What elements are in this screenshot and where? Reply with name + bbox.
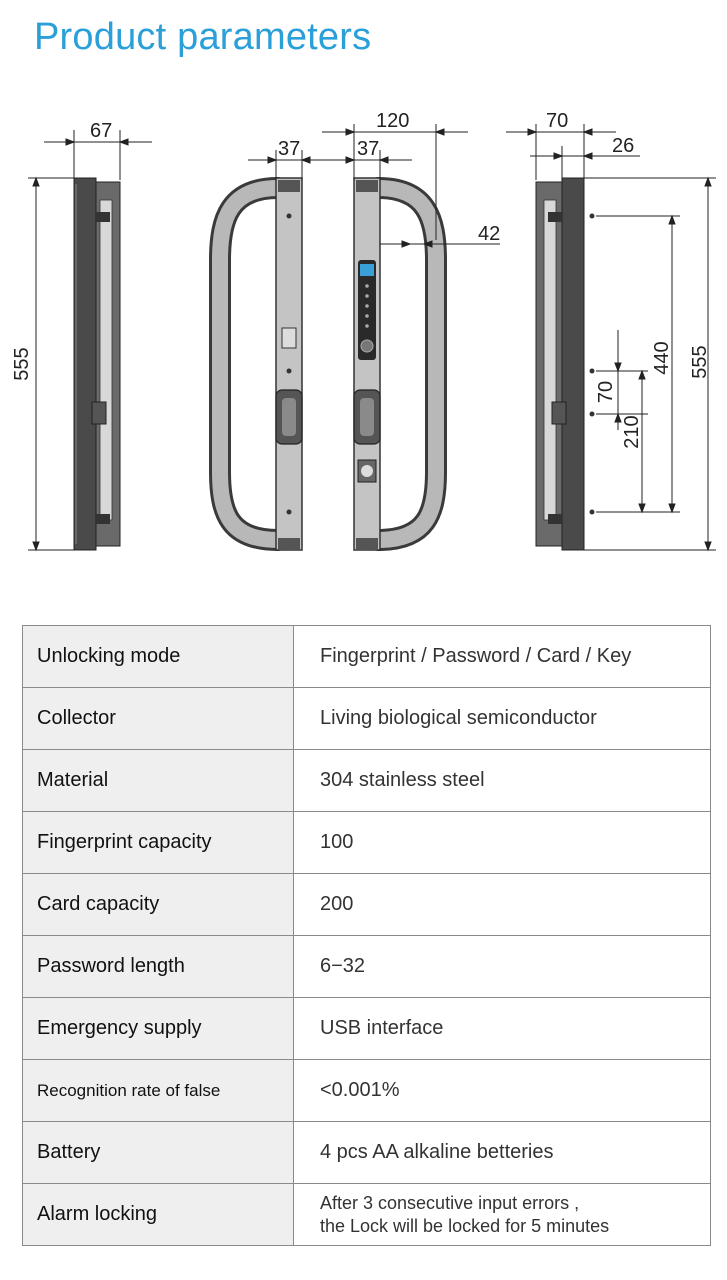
table-row: Fingerprint capacity 100 [22, 811, 711, 874]
spec-value: 304 stainless steel [293, 749, 711, 812]
dim-label-210: 210 [621, 415, 643, 448]
spec-value-line: the Lock will be locked for 5 minutes [320, 1215, 610, 1236]
handle-back [353, 177, 447, 551]
spec-value: Living biological semiconductor [293, 687, 711, 750]
spec-value: <0.001% [293, 1059, 711, 1122]
table-row: Unlocking mode Fingerprint / Password / … [22, 625, 711, 688]
dim-label-120: 120 [376, 110, 409, 132]
dim-label-555-right: 555 [689, 345, 711, 378]
spec-value: Fingerprint / Password / Card / Key [293, 625, 711, 688]
technical-drawing: 67 555 37 [11, 110, 716, 552]
handle-front [209, 177, 303, 551]
dim-label-70-vertical: 70 [595, 381, 617, 403]
dim-left [28, 130, 152, 552]
table-row: Emergency supply USB interface [22, 997, 711, 1060]
dim-label-26: 26 [612, 135, 634, 157]
spec-label: Password length [22, 935, 294, 998]
spec-table: Unlocking mode Fingerprint / Password / … [22, 625, 711, 1246]
spec-label: Card capacity [22, 873, 294, 936]
dim-label-440: 440 [651, 341, 673, 374]
dim-label-37-front: 37 [278, 138, 300, 160]
table-row: Material 304 stainless steel [22, 749, 711, 812]
spec-label: Collector [22, 687, 294, 750]
dim-back [322, 124, 500, 248]
side-view-right [535, 177, 595, 551]
side-view-left [73, 177, 121, 551]
dim-label-70-top: 70 [546, 110, 568, 132]
spec-value: 200 [293, 873, 711, 936]
spec-label: Alarm locking [22, 1183, 294, 1246]
dim-label-67: 67 [90, 120, 112, 142]
spec-value: 6−32 [293, 935, 711, 998]
spec-value: After 3 consecutive input errors , the L… [293, 1183, 711, 1246]
spec-label: Fingerprint capacity [22, 811, 294, 874]
spec-label: Emergency supply [22, 997, 294, 1060]
table-row: Alarm locking After 3 consecutive input … [22, 1183, 711, 1246]
spec-label: Unlocking mode [22, 625, 294, 688]
table-row: Card capacity 200 [22, 873, 711, 936]
spec-value: 100 [293, 811, 711, 874]
table-row: Battery 4 pcs AA alkaline betteries [22, 1121, 711, 1184]
dim-label-555-left: 555 [11, 347, 33, 380]
spec-label: Recognition rate of false [22, 1059, 294, 1122]
spec-value: 4 pcs AA alkaline betteries [293, 1121, 711, 1184]
spec-label: Battery [22, 1121, 294, 1184]
table-row: Collector Living biological semiconducto… [22, 687, 711, 750]
dim-label-42: 42 [478, 223, 500, 245]
table-row: Recognition rate of false <0.001% [22, 1059, 711, 1122]
spec-label: Material [22, 749, 294, 812]
spec-value: USB interface [293, 997, 711, 1060]
dim-label-37-back: 37 [357, 138, 379, 160]
table-row: Password length 6−32 [22, 935, 711, 998]
spec-value-line: After 3 consecutive input errors , [320, 1192, 580, 1213]
page-title: Product parameters [34, 16, 372, 58]
dim-front [248, 150, 332, 180]
dim-right [506, 124, 716, 552]
